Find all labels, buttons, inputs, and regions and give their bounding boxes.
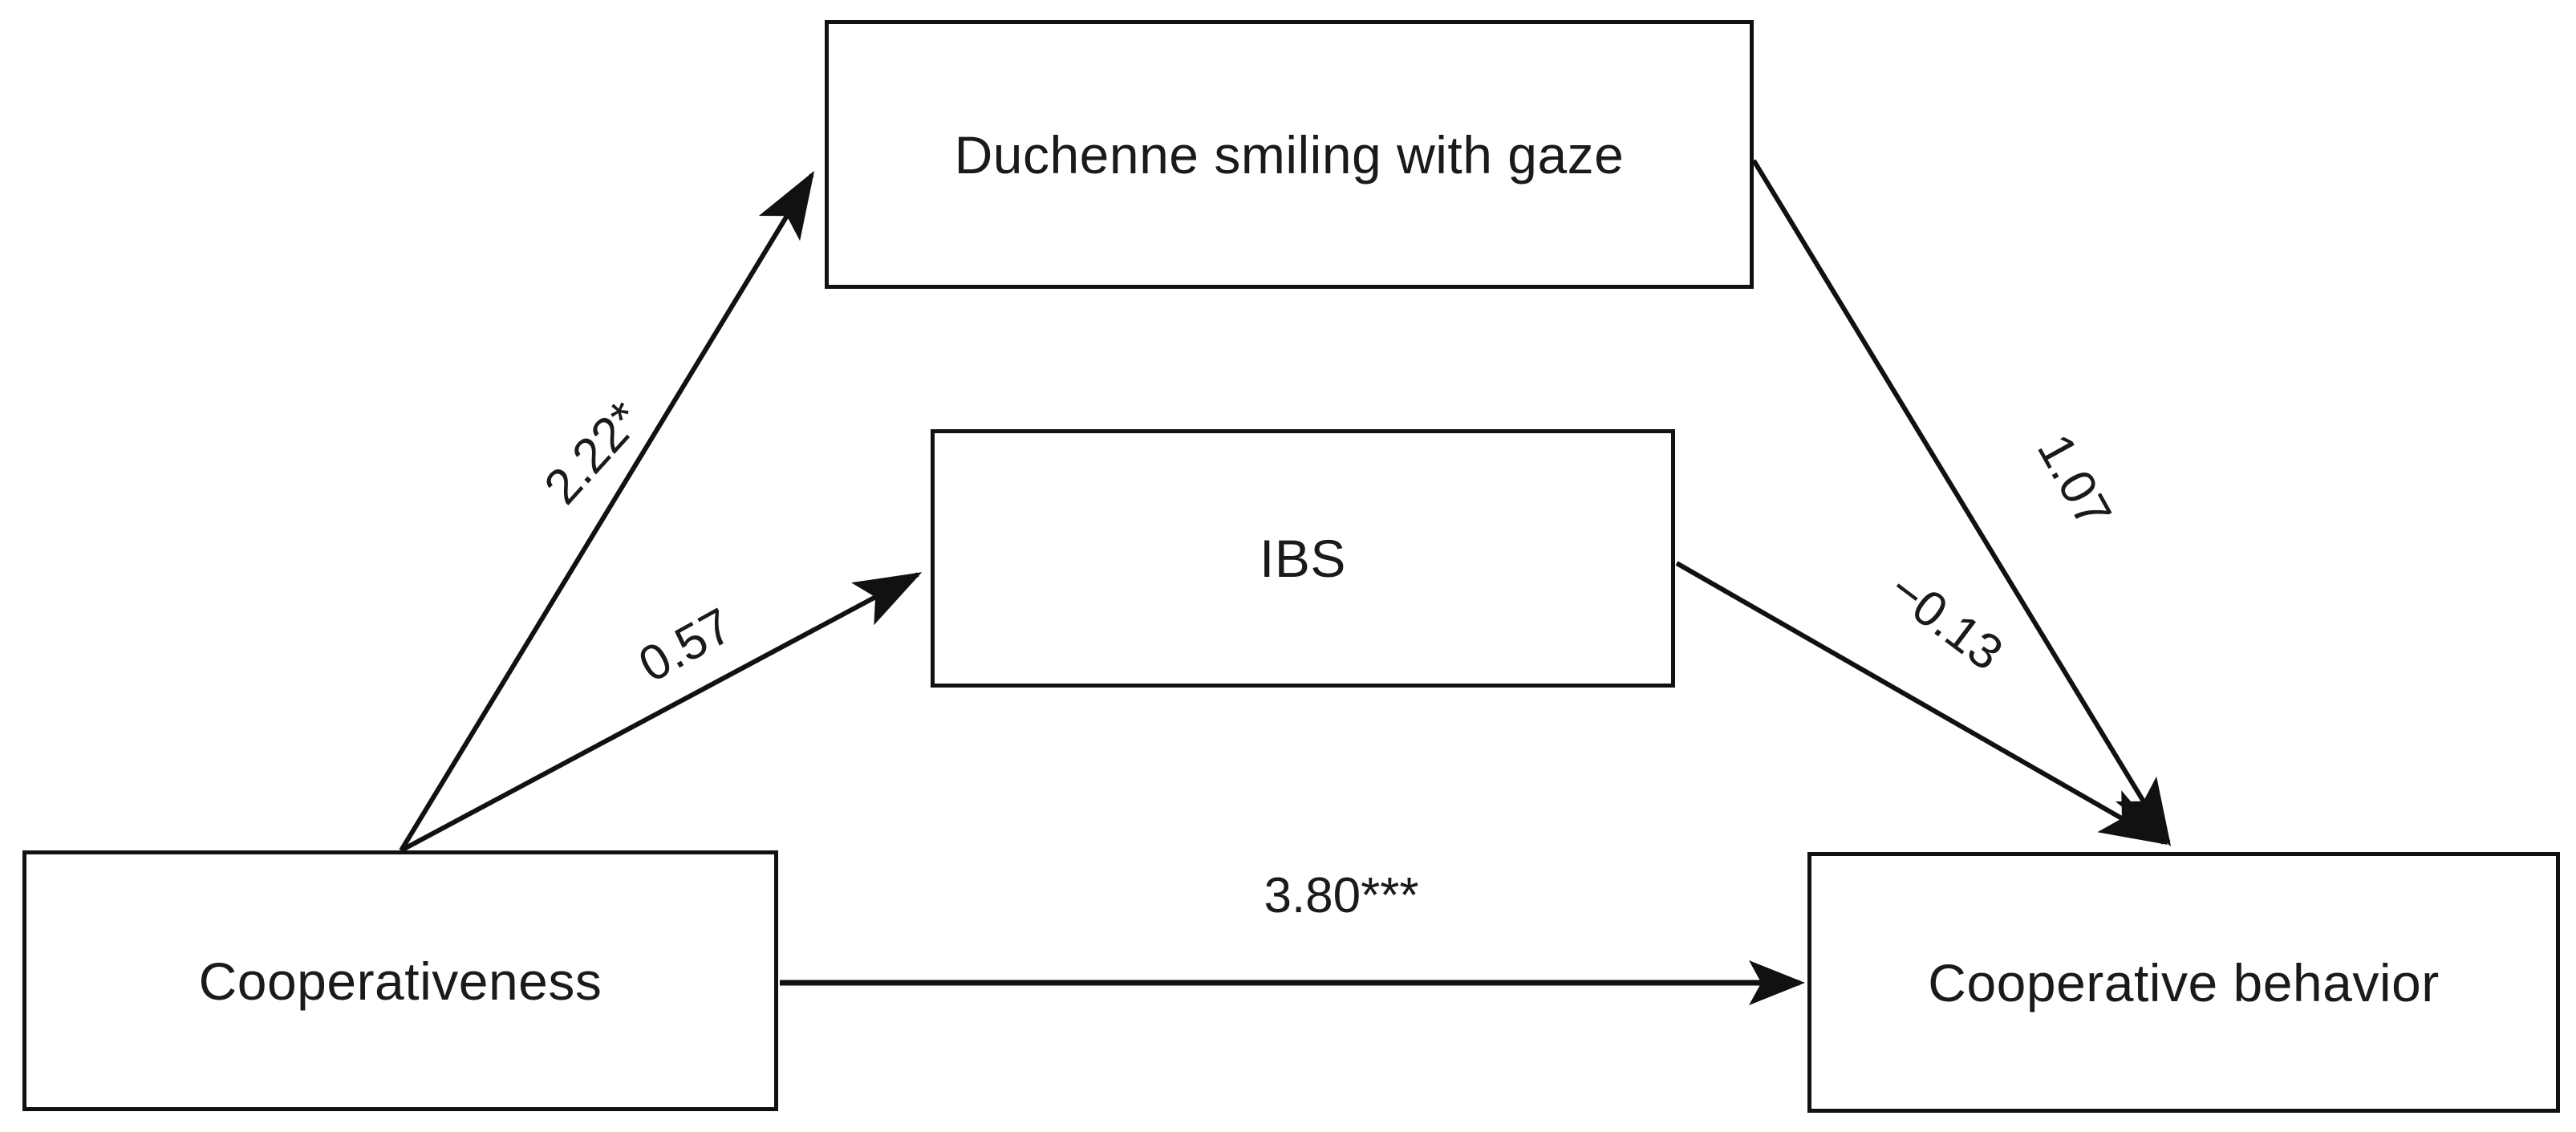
node-ibs-label: IBS [1260,529,1346,588]
edge-line-coop-to-duchenne [399,170,815,852]
node-cooperative-behavior-label: Cooperative behavior [1928,952,2440,1012]
node-cooperativeness[interactable]: Cooperativeness [22,850,778,1111]
node-ibs[interactable]: IBS [931,429,1675,688]
edge-coefficient-value: 3.80 [1264,868,1361,923]
edge-line-ibs-to-behavior [1675,561,2168,845]
node-cooperative-behavior[interactable]: Cooperative behavior [1807,852,2560,1113]
edge-line-coop-to-ibs [400,572,923,853]
edge-line-duchenne-to-behavior [1751,159,2172,847]
node-duchenne[interactable]: Duchenne smiling with gaze [825,20,1754,289]
edge-significance-stars: *** [1361,868,1419,923]
node-duchenne-label: Duchenne smiling with gaze [954,124,1625,185]
edge-label-coop-to-behavior: 3.80*** [1264,871,1418,921]
node-cooperativeness-label: Cooperativeness [198,951,602,1011]
